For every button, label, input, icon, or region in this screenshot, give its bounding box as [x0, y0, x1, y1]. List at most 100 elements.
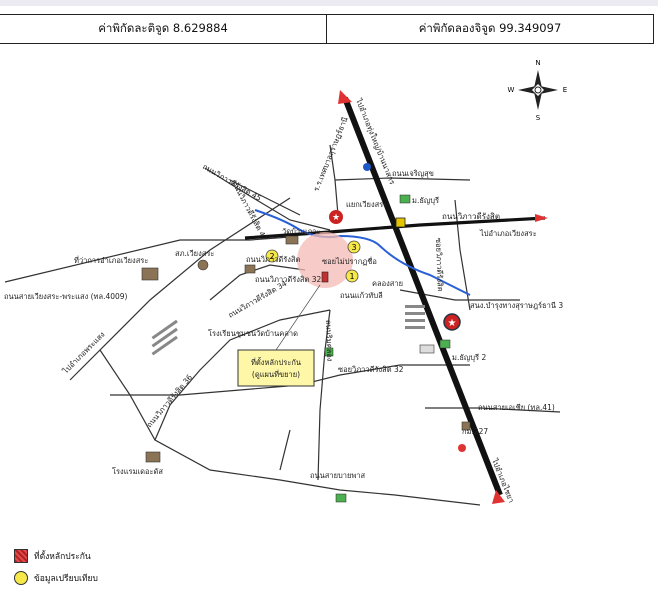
tree-icon-3 [335, 493, 347, 503]
property-callout[interactable]: ที่ตั้งหลักประกัน (ดูแผนที่ขยาย) [237, 349, 315, 387]
property-sub-label: (ดูแผนที่ขยาย) [252, 369, 300, 379]
label-wipawadee34: ถนนวิภาวดีรังสิต 34 [227, 279, 289, 320]
road-wipawadee45 [204, 167, 331, 231]
label-soi-mai: ซอยไม่ปรากฏชื่อ [322, 256, 377, 266]
block-6 [405, 319, 425, 322]
property-swatch-icon [14, 549, 28, 563]
block-7 [405, 326, 425, 329]
tree-icon-4 [324, 347, 334, 357]
road-wipawadee36 [154, 309, 331, 441]
compass-e: E [563, 86, 567, 94]
school-icon [244, 264, 256, 274]
label-yaek: แยกเวียงสระ [346, 200, 387, 209]
star-icon-east: ★ [443, 313, 461, 331]
legend-row-property: ที่ตั้งหลักประกัน [14, 545, 98, 567]
road-phrasaeng [4, 236, 291, 283]
road-wipawadee47 [229, 179, 301, 216]
road-wipawadee32b [299, 364, 470, 386]
label-phrasaeng-rd: ถนนสายเวียงสระ-พระแสง (ทล.4009) [4, 292, 128, 301]
highway-41 [342, 96, 503, 497]
svg-text:1: 1 [349, 272, 354, 281]
label-wipawadee32b: ซอยวิภาวดีรังสิต 32 [338, 365, 404, 374]
label-rimkhlong: ถนนริมคลอง [324, 320, 334, 362]
compass-n: N [535, 59, 540, 67]
arrow-south [492, 490, 505, 504]
temple-icon [285, 235, 299, 245]
road-to-phrasaeng [69, 197, 291, 381]
road-small-s [279, 429, 291, 471]
legend-row-compare: ข้อมูลเปรียบเทียบ [14, 567, 98, 589]
highlight-zone [297, 232, 353, 288]
compass-s: S [536, 114, 541, 122]
label-police: สภ.เวียงสระ [175, 249, 214, 258]
label-to-wiangsa: ไปอำเภอเวียงสระ [479, 229, 537, 238]
river-line [254, 209, 471, 296]
svg-text:★: ★ [448, 318, 457, 329]
district-office-icon [141, 267, 159, 281]
label-bypass: ถนนสายบายพาส [310, 471, 366, 480]
road-bypass [99, 349, 481, 506]
coordinate-header: ค่าพิกัดละติจูด 8.629884 ค่าพิกัดลองจิจู… [0, 14, 654, 44]
block-1 [151, 319, 178, 340]
road-rimthang [317, 309, 331, 481]
property-marker [321, 271, 329, 283]
map-legend: ที่ตั้งหลักประกัน ข้อมูลเปรียบเทียบ [14, 545, 98, 589]
tree-icon-1 [399, 194, 411, 204]
top-strip [0, 0, 658, 6]
label-sk-surat: สนง.บำรุงทางสุราษฎร์ธานี 3 [470, 301, 563, 310]
property-label: ที่ตั้งหลักประกัน [251, 357, 301, 367]
label-km: กม.227 [462, 427, 488, 436]
compare-point-3[interactable]: 3 [347, 240, 361, 254]
label-hotel: โรงแรมเดอะดัส [112, 467, 163, 476]
label-school: โรงเรียนชุมชนวัดบ้านคลาด [208, 329, 298, 338]
gas-station-icon [363, 163, 371, 171]
block-3 [151, 335, 178, 356]
hotel-icon [145, 451, 161, 463]
label-wipawadee36: ถนนวิภาวดีรังสิต 36 [145, 373, 195, 430]
label-wipawadee-east: ซอยวิภาวดีรังสิต [434, 238, 445, 292]
police-icon [197, 259, 209, 271]
warning-icon [395, 217, 406, 228]
label-thanyaburi: ม.ธัญบุรี [412, 196, 439, 205]
label-sirattana: ร.ร.เทศบาลสุราษฎร์ธานี [312, 116, 350, 193]
label-wat: วัดบ้านเกาะ [282, 227, 321, 236]
hospital-icon [458, 444, 466, 452]
road-wipawadee-main [244, 216, 546, 240]
road-south-link [110, 384, 301, 396]
block-4 [405, 305, 425, 308]
compare-swatch-icon [14, 571, 28, 585]
label-to-phrasaeng: ไปอำเภอพระแสง [60, 330, 106, 376]
star-icon-north: ★ [329, 210, 343, 224]
legend-compare-label: ข้อมูลเปรียบเทียบ [34, 574, 98, 584]
label-wipawadee-mid: ถนนวิภาวดีรังสิต [246, 255, 301, 264]
label-asia: ถนนสายเอเชีย (ทล.41) [478, 403, 555, 412]
label-charoen: ถนนเจริญสุข [392, 169, 434, 178]
longitude-cell: ค่าพิกัดลองจิจูด 99.349097 [418, 21, 562, 35]
callout-pointer [275, 284, 321, 351]
svg-text:2: 2 [269, 252, 274, 261]
label-wipawadee32: ถนนวิภาวดีรังสิต 32 [255, 275, 322, 284]
label-klong: คลองสาย [372, 279, 403, 288]
compass-w: W [508, 86, 515, 94]
tree-icon-2 [439, 339, 451, 349]
arrow-east [535, 214, 548, 222]
road-charoen [334, 177, 471, 181]
compass: N S W E [508, 59, 568, 122]
label-district-office: ที่ว่าการอำเภอเวียงสระ [74, 255, 148, 265]
compare-point-1[interactable]: 1 [345, 269, 359, 283]
label-wipawadee-main: ถนนวิภาวดีรังสิต [442, 212, 500, 221]
road-east-soi [454, 199, 471, 311]
location-map: 1 2 3 ★ ★ [4, 59, 568, 506]
legend-property-label: ที่ตั้งหลักประกัน [34, 552, 91, 562]
latitude-cell: ค่าพิกัดละติจูด 8.629884 [0, 15, 327, 43]
arrow-north [338, 90, 352, 104]
label-thanyaburi2: ม.ธัญบุรี 2 [452, 353, 486, 362]
building-icon [419, 344, 435, 354]
compare-point-2[interactable]: 2 [265, 249, 279, 263]
svg-text:3: 3 [351, 243, 356, 252]
km-icon [461, 421, 471, 431]
block-5 [405, 312, 425, 315]
label-rimthang: ถนนแก้วทับลี [340, 291, 383, 300]
block-2 [151, 327, 178, 348]
